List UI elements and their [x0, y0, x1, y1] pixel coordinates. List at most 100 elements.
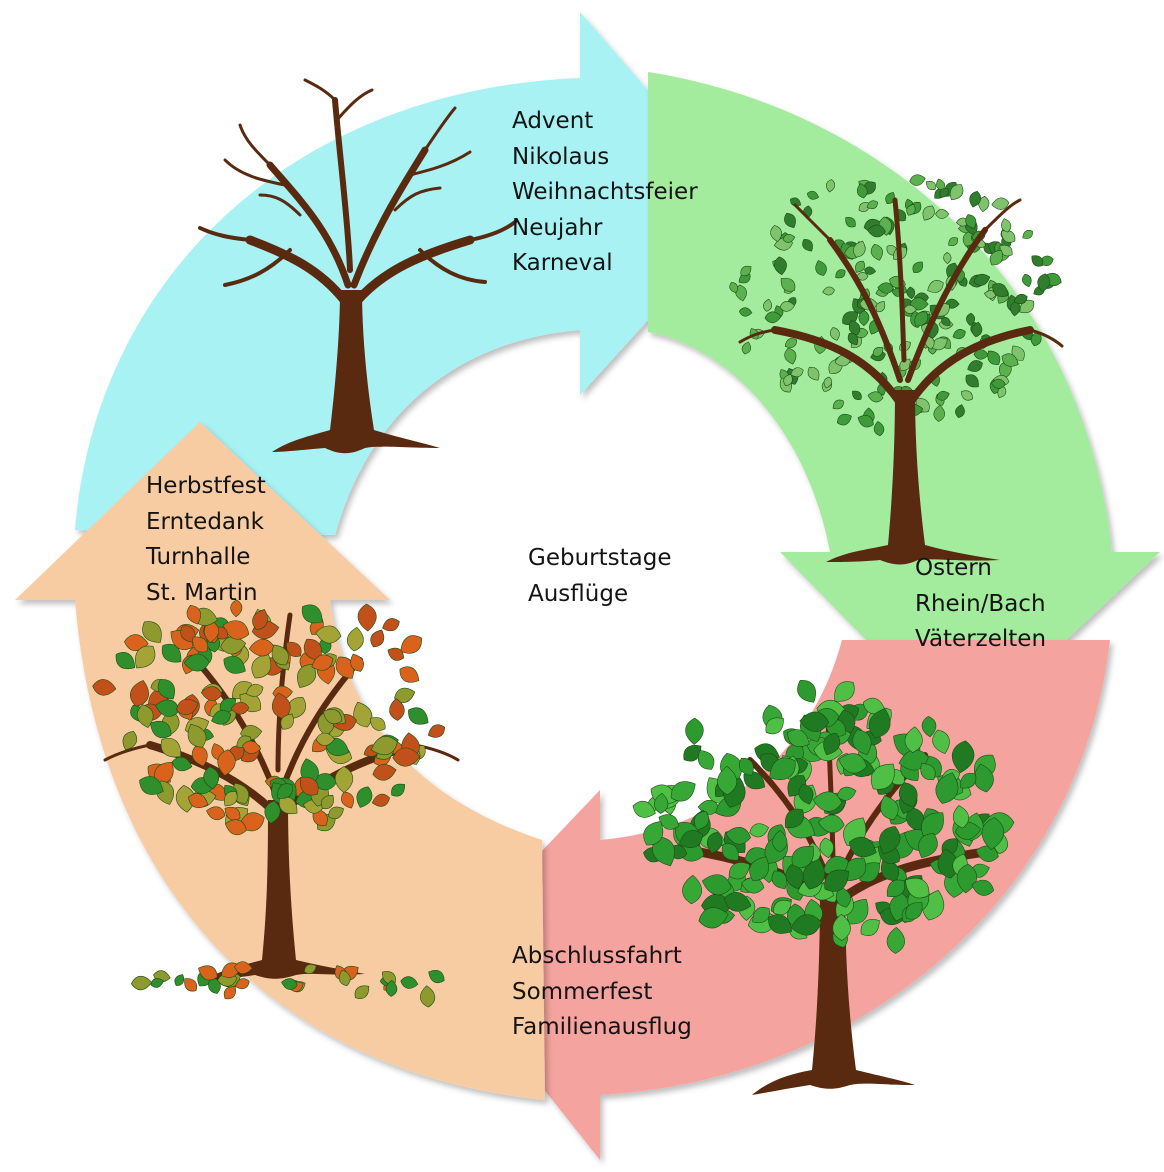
leaf-icon [989, 249, 1003, 266]
leaf-icon [122, 731, 138, 751]
leaf-icon [400, 635, 422, 654]
leaf-icon [752, 906, 770, 923]
autumn-event: St. Martin [146, 579, 258, 606]
leaf-icon [371, 736, 398, 756]
leaf-icon [832, 399, 844, 410]
leaf-icon [965, 374, 979, 388]
leaf-icon [643, 821, 664, 846]
leaf-icon [780, 277, 796, 292]
budding-tree-icon [729, 174, 1064, 565]
leaf-icon [682, 874, 703, 905]
leaf-icon [670, 781, 696, 802]
leaf-icon [230, 701, 250, 715]
leaf-icon [773, 899, 792, 916]
leaf-icon [973, 349, 989, 360]
leaf-icon [992, 283, 1009, 297]
leaf-icon [835, 269, 846, 279]
leaf-icon [967, 360, 983, 372]
leaf-icon [918, 833, 938, 859]
leaf-icon [200, 686, 223, 701]
winter-arrow [75, 12, 750, 535]
leaf-icon [855, 272, 869, 281]
leaf-icon [115, 652, 136, 670]
leaf-icon [948, 237, 959, 246]
leaf-icon [1022, 229, 1033, 239]
summer-event: Familienausflug [512, 1014, 692, 1040]
leaf-icon [971, 879, 995, 896]
leaf-icon [242, 740, 262, 754]
leaf-icon [823, 732, 841, 756]
leaf-icon [981, 817, 1005, 851]
leaf-icon [738, 757, 754, 776]
leaf-icon [764, 311, 782, 324]
leaf-icon [886, 927, 905, 954]
leaf-icon [886, 879, 905, 897]
leaf-icon [304, 964, 317, 974]
leaf-icon [251, 653, 272, 679]
leaf-icon [234, 978, 250, 990]
leaf-icon [142, 621, 162, 643]
leaf-icon [320, 794, 334, 810]
leaf-icon [694, 811, 710, 831]
leaf-icon [208, 976, 221, 994]
leaf-icon [987, 350, 1001, 365]
leaf-icon [879, 826, 901, 855]
center-event: Ausflüge [528, 580, 629, 607]
autumn-event: Herbstfest [146, 473, 266, 499]
leaf-icon [817, 814, 845, 833]
leaf-icon [867, 224, 886, 238]
leaf-icon [653, 792, 669, 814]
leaf-icon [356, 786, 373, 808]
leaf-icon [864, 266, 876, 275]
leaf-icon [728, 862, 751, 880]
leaf-icon [984, 290, 997, 299]
leaf-icon [771, 870, 787, 890]
winter-event: Neujahr [512, 214, 603, 241]
leaf-icon [875, 301, 886, 313]
leaf-icon [966, 312, 976, 326]
leaf-icon [382, 618, 400, 632]
leaf-icon [774, 256, 787, 276]
leaf-icon [822, 286, 835, 296]
leaf-icon [357, 603, 377, 632]
leaf-icon [856, 183, 868, 199]
leaf-icon [203, 766, 219, 790]
leaf-icon [252, 609, 268, 631]
leaf-icon [245, 683, 264, 697]
leaf-icon [952, 805, 969, 829]
winter-event: Karneval [512, 250, 613, 276]
leaf-icon [721, 843, 739, 861]
leaf-icon [969, 191, 982, 208]
leaf-icon [807, 366, 820, 381]
leaf-icon [130, 680, 149, 707]
leaf-icon [784, 347, 797, 365]
leaf-icon [860, 919, 880, 936]
leaf-icon [847, 333, 859, 346]
leaf-icon [222, 620, 250, 640]
leaf-icon [877, 282, 894, 294]
leaf-icon [735, 284, 747, 302]
leaf-icon [420, 985, 436, 1008]
leaf-icon [906, 286, 916, 300]
leaf-icon [334, 766, 354, 794]
leaf-icon [765, 717, 784, 735]
leaf-icon [870, 763, 895, 790]
leaf-icon [729, 282, 738, 294]
leaf-icon [867, 391, 884, 403]
leaf-icon [815, 260, 827, 276]
leaf-icon [198, 965, 218, 981]
leaf-icon [905, 877, 930, 899]
leaf-icon [935, 209, 950, 219]
leaf-icon [299, 776, 319, 796]
spring-events-list: Ostern Rhein/Bach Väterzelten [915, 551, 1046, 658]
leaf-icon [370, 629, 385, 648]
leaf-icon [1001, 218, 1012, 233]
leaf-icon [372, 764, 397, 781]
leaf-icon [763, 298, 772, 312]
leaf-icon [1001, 353, 1019, 367]
leaf-icon [829, 327, 840, 341]
leaf-icon [925, 181, 937, 191]
leafy-tree-icon [632, 680, 1015, 1095]
winter-event: Weihnachtsfeier [512, 179, 698, 205]
leaf-icon [322, 709, 343, 724]
